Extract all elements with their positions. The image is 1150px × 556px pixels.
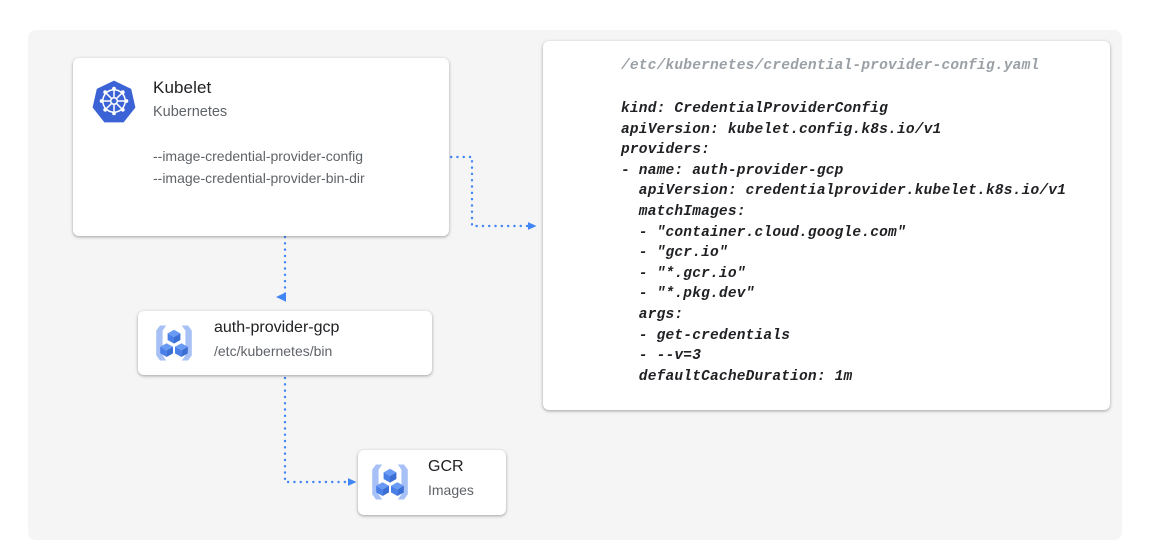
yaml-body-text: kind: CredentialProviderConfig apiVersio… (621, 101, 1067, 385)
gcr-card-subtitle: Images (428, 482, 474, 498)
kubelet-flag-config: --image-credential-provider-config (153, 148, 364, 164)
gcp-container-registry-icon (152, 321, 196, 365)
kubelet-flag-bin-dir: --image-credential-provider-bin-dir (153, 170, 365, 186)
kubelet-card[interactable]: Kubelet Kubernetes --image-credential-pr… (73, 58, 449, 236)
auth-provider-gcp-card[interactable]: auth-provider-gcp /etc/kubernetes/bin (138, 311, 432, 375)
gcr-card[interactable]: GCR Images (358, 450, 506, 515)
credential-provider-config-card[interactable]: /etc/kubernetes/credential-provider-conf… (543, 41, 1110, 410)
gcr-card-title: GCR (428, 458, 464, 475)
kubernetes-helm-icon (91, 78, 137, 124)
auth-provider-card-title: auth-provider-gcp (214, 319, 340, 336)
kubelet-card-title: Kubelet (153, 78, 212, 97)
gcp-container-registry-icon (368, 460, 412, 504)
kubelet-card-subtitle: Kubernetes (153, 104, 228, 120)
yaml-filename-label: /etc/kubernetes/credential-provider-conf… (621, 58, 1040, 74)
auth-provider-card-subtitle: /etc/kubernetes/bin (214, 343, 333, 359)
